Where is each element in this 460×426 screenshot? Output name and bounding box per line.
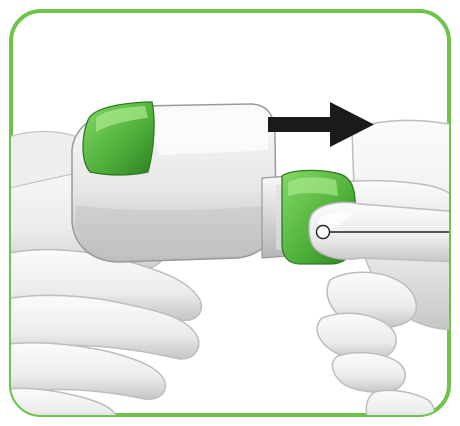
callout-dot	[317, 226, 330, 239]
